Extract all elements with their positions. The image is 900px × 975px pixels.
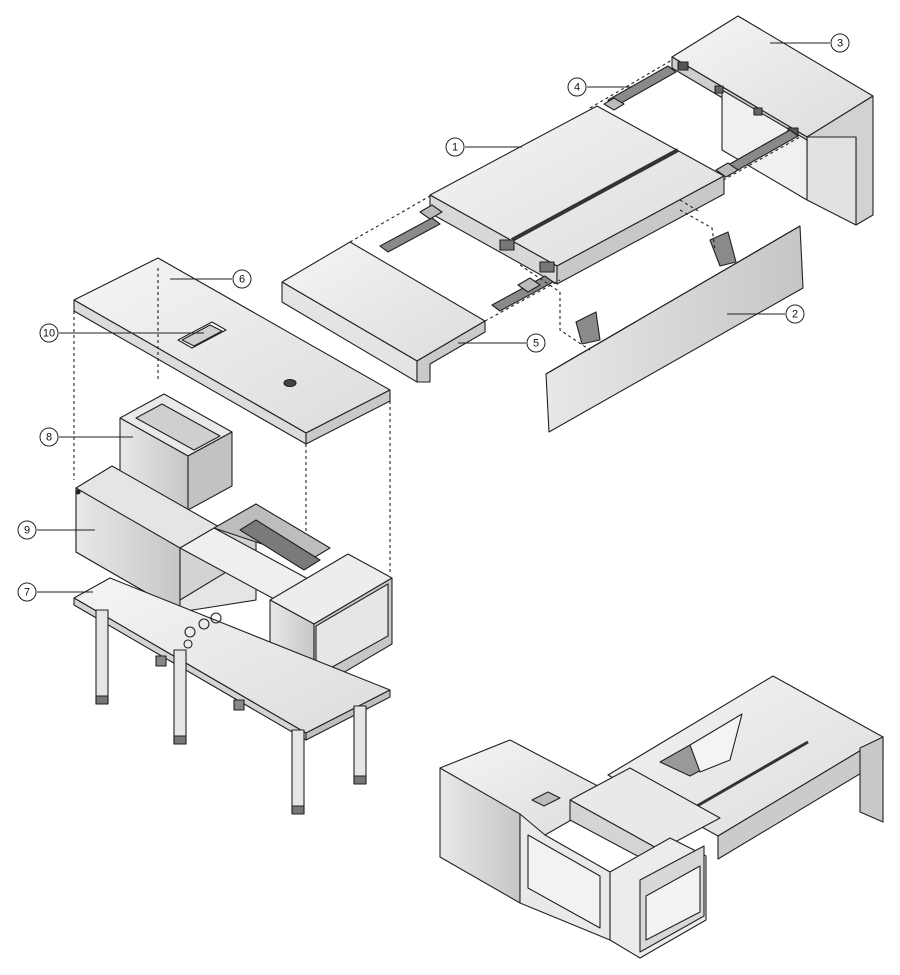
callouts: 1 2 3 4 5 6 7 8 9 10: [17, 33, 850, 602]
callout-circle: [830, 33, 850, 53]
callout-circle: [445, 137, 465, 157]
extension-rails-upper: [589, 59, 801, 184]
callout-3: 3: [770, 33, 850, 53]
callout-5: 5: [458, 333, 546, 353]
callout-2: 2: [727, 304, 805, 324]
callout-circle: [232, 269, 252, 289]
extension-rails-lower: [379, 204, 737, 345]
cabinet-frame: [75, 465, 331, 613]
drawer-unit: [119, 393, 233, 511]
callout-4: 4: [567, 77, 632, 97]
base-frame: [73, 577, 391, 815]
modesty-panel: [519, 199, 804, 433]
callout-number: 8: [46, 432, 52, 444]
callout-circle: [526, 333, 546, 353]
callout-6: 6: [170, 269, 252, 289]
return-cabinet: [269, 553, 393, 691]
callout-circle: [17, 520, 37, 540]
callout-number: 9: [24, 525, 30, 537]
callout-circle: [785, 304, 805, 324]
callout-7: 7: [17, 582, 93, 602]
callout-circle: [567, 77, 587, 97]
callout-number: 5: [533, 338, 539, 350]
callout-1: 1: [445, 137, 522, 157]
main-desk-top: [73, 257, 391, 575]
callout-circle: [39, 427, 59, 447]
callout-9: 9: [17, 520, 95, 540]
assembled-desk: [439, 675, 884, 959]
callout-circle: [39, 323, 59, 343]
callout-number: 6: [239, 274, 245, 286]
callout-circle: [17, 582, 37, 602]
callout-8: 8: [39, 427, 133, 447]
callout-10: 10: [39, 323, 204, 343]
central-top-panel: [429, 105, 725, 285]
callout-number: 4: [574, 82, 580, 94]
callout-number: 7: [24, 587, 30, 599]
callout-number: 1: [452, 142, 458, 154]
callout-number: 3: [837, 38, 843, 50]
callout-number: 2: [792, 309, 798, 321]
callout-number: 10: [43, 328, 55, 340]
left-top-block: [281, 195, 561, 383]
